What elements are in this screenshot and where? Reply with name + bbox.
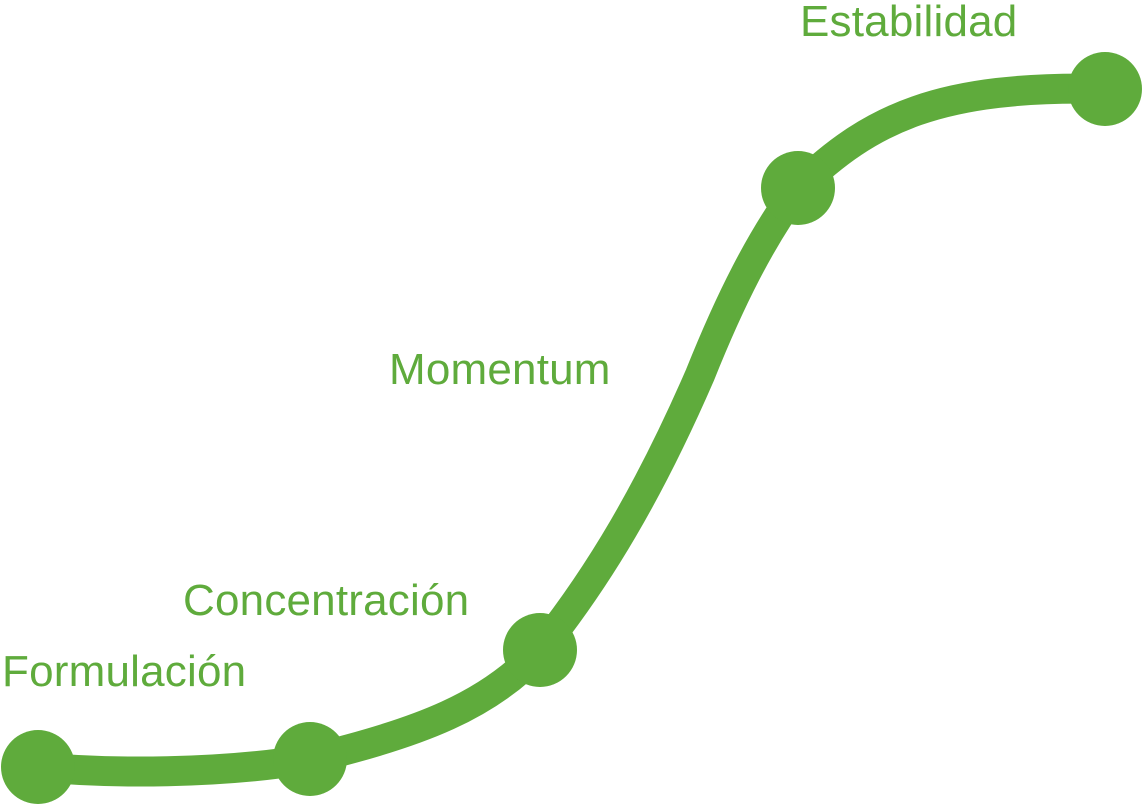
stage-node xyxy=(1068,52,1142,126)
stage-label-formulacion: Formulación xyxy=(2,647,247,696)
stage-label-estabilidad: Estabilidad xyxy=(800,0,1018,46)
stage-label-momentum: Momentum xyxy=(389,345,611,394)
stage-node xyxy=(503,613,577,687)
stage-node xyxy=(273,722,347,796)
stage-label-concentracion: Concentración xyxy=(183,576,470,625)
stage-node xyxy=(1,730,75,804)
stage-node xyxy=(761,151,835,225)
